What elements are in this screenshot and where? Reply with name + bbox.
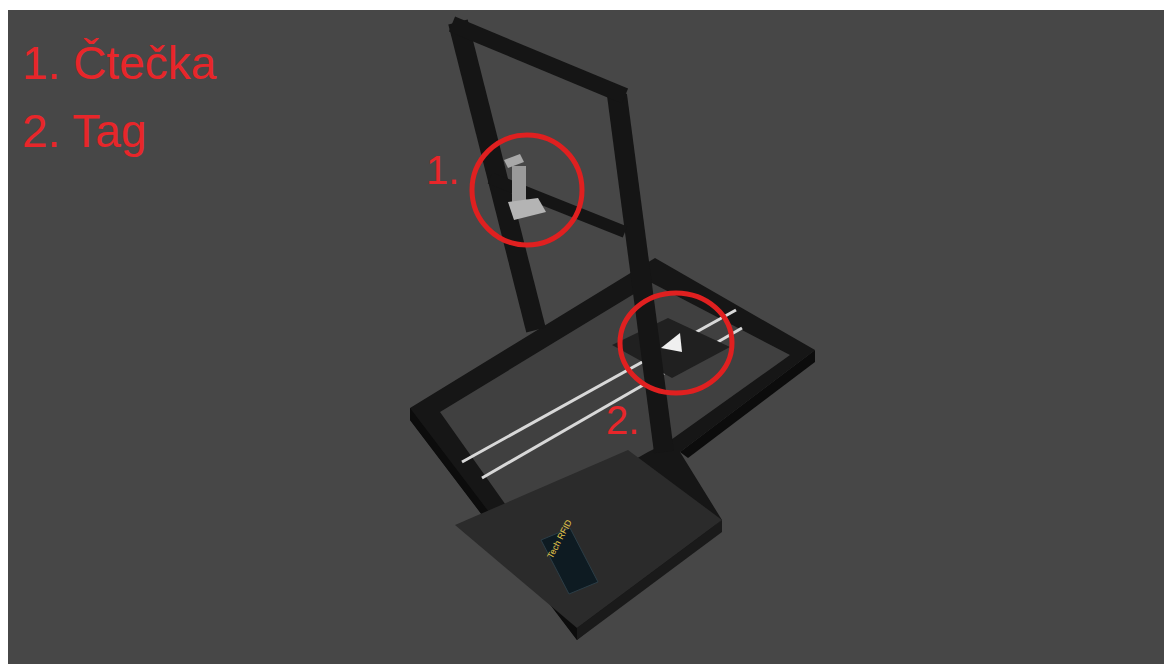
legend-item: 2. Tag xyxy=(22,108,146,154)
rail xyxy=(462,310,736,462)
display-panel xyxy=(541,528,598,594)
frame-beam xyxy=(452,24,625,96)
callout-number: 1. xyxy=(426,150,459,190)
callout-circle xyxy=(620,293,732,393)
legend-item: 1. Čtečka xyxy=(22,40,216,86)
callout-circle xyxy=(472,135,582,245)
callout-number: 2. xyxy=(606,400,639,440)
reader xyxy=(512,166,526,202)
base-frame xyxy=(410,258,815,640)
reader xyxy=(508,198,546,220)
reader xyxy=(504,154,524,168)
control-box-side xyxy=(577,520,722,640)
frame-post xyxy=(617,95,664,452)
frame-crossbar xyxy=(490,178,625,232)
control-box xyxy=(455,450,722,628)
background xyxy=(8,10,1164,664)
tag xyxy=(661,333,682,352)
